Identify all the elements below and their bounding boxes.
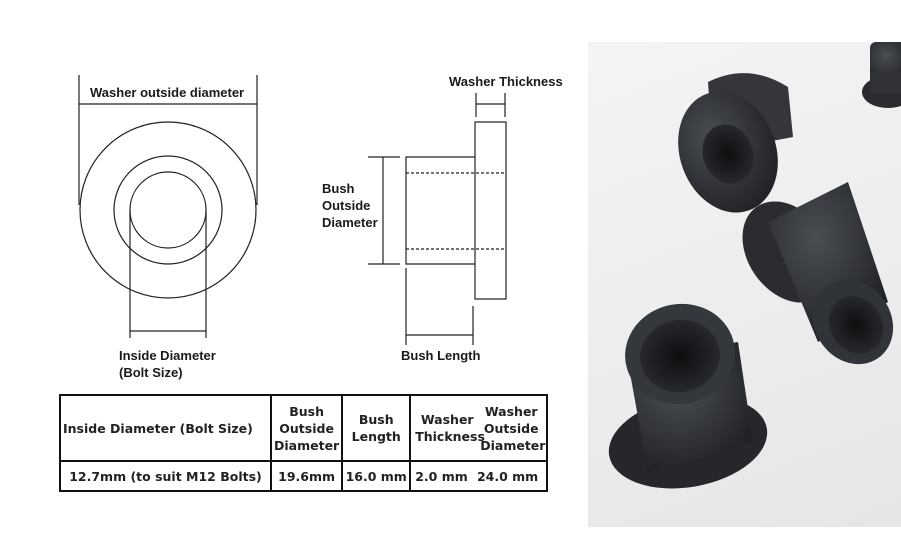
inside-diameter-label-line1: Inside Diameter: [119, 348, 216, 363]
bush-od-label-line1: Bush: [322, 181, 355, 196]
cell-washer-thickness: 2.0 mm: [415, 468, 468, 484]
bush-outside-diameter-label: Bush Outside Diameter: [322, 180, 378, 231]
washer-outside-diameter-label: Washer outside diameter: [90, 85, 245, 100]
bush-lower: [608, 303, 768, 489]
cell-washer-thickness-and-od: 2.0 mm 24.0 mm: [409, 460, 549, 492]
spec-table: Inside Diameter (Bolt Size) Bush Outside…: [59, 394, 549, 492]
bush-od-label-line3: Diameter: [322, 215, 378, 230]
table-row: 12.7mm (to suit M12 Bolts) 19.6mm 16.0 m…: [59, 460, 549, 492]
bore-circle: [129, 171, 207, 249]
side-view-drawing: [368, 93, 507, 345]
bush-top-right: [862, 42, 901, 108]
bush-outer-circle: [113, 155, 223, 265]
header-washer-thickness: Washer Thickness: [415, 412, 485, 444]
washer-thickness-label: Washer Thickness: [449, 74, 563, 89]
rubber-bushes-illustration: [608, 42, 901, 489]
bush-od-label-line2: Outside: [322, 198, 371, 213]
inside-diameter-label: Inside Diameter (Bolt Size): [119, 347, 216, 381]
inside-diameter-label-line2: (Bolt Size): [119, 365, 183, 380]
cell-washer-outside-diameter: 24.0 mm: [476, 468, 539, 484]
bush-length-label: Bush Length: [401, 348, 481, 363]
bush-upper: [678, 73, 793, 213]
table-header-row: Inside Diameter (Bolt Size) Bush Outside…: [59, 394, 549, 462]
header-inside-diameter: Inside Diameter (Bolt Size): [59, 394, 272, 462]
header-bush-length: Bush Length: [341, 394, 412, 462]
header-washer-thickness-and-od: Washer Thickness Washer Outside Diameter: [409, 394, 549, 462]
front-view-drawing: [78, 75, 258, 338]
cell-inside-diameter: 12.7mm (to suit M12 Bolts): [59, 460, 272, 492]
cell-bush-length: 16.0 mm: [341, 460, 412, 492]
bush-middle: [742, 182, 894, 365]
cell-bush-outside-diameter: 19.6mm: [269, 460, 344, 492]
product-photo: [588, 42, 901, 527]
washer-outer-circle: [79, 121, 257, 299]
header-bush-outside-diameter: Bush Outside Diameter: [269, 394, 344, 462]
header-washer-outside-diameter: Washer Outside Diameter: [480, 403, 546, 453]
